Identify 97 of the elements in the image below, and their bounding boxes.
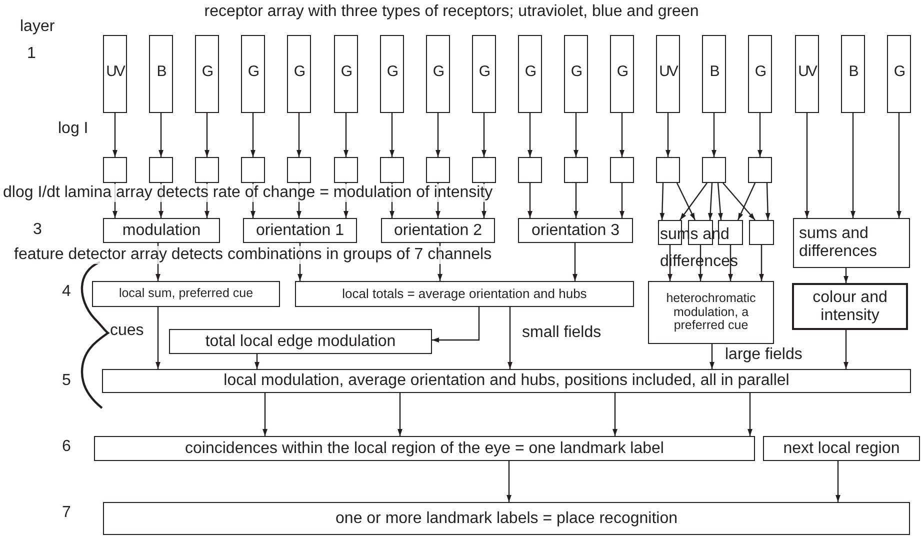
lamina-box: [380, 157, 404, 183]
receptor-box: G: [241, 35, 265, 113]
signal-label: log I: [58, 120, 88, 138]
arrow: [717, 182, 723, 220]
lamina-box: [149, 157, 173, 183]
arrow: [680, 182, 708, 220]
arrow: [156, 307, 160, 369]
arrow: [574, 183, 578, 218]
receptor-box: UV: [656, 35, 680, 113]
receptor-box: G: [334, 35, 358, 113]
arrow: [765, 182, 770, 220]
arrow: [398, 393, 402, 436]
process-box: orientation 3: [518, 218, 633, 243]
lamina-box: [702, 157, 726, 183]
arrow: [254, 354, 260, 369]
arrow: [844, 330, 848, 369]
receptor-box: B: [841, 35, 865, 113]
process-box: local totals = average orientation and hubs: [295, 281, 634, 307]
process-box: sums and differences: [793, 218, 910, 268]
arrow: [482, 113, 486, 157]
process-box: one or more landmark labels = place recognition: [103, 502, 910, 535]
lamina-box: [472, 157, 496, 183]
arrow: [836, 461, 840, 502]
lamina-box: [334, 157, 358, 183]
arrow: [262, 393, 268, 436]
lamina-box: [103, 157, 127, 183]
lamina-box: [287, 157, 311, 183]
receptor-box: G: [195, 35, 219, 113]
receptor-box: G: [518, 35, 542, 113]
annotation: feature detector array detects combinations in groups of 7 channels: [14, 246, 492, 264]
arrow: [112, 113, 118, 157]
process-box: total local edge modulation: [169, 329, 432, 354]
arrow: [432, 307, 480, 342]
receptor-box: B: [149, 35, 173, 113]
lamina-box: [748, 157, 772, 183]
receptor-box: G: [610, 35, 634, 113]
arrow: [844, 268, 848, 283]
receptor-box: UV: [103, 35, 127, 113]
arrow: [759, 245, 764, 281]
arrow: [508, 307, 512, 369]
arrow: [204, 113, 210, 157]
arrow: [708, 182, 713, 220]
process-box: modulation: [103, 218, 220, 243]
lamina-box: [195, 157, 219, 183]
process-box: orientation 2: [381, 218, 495, 243]
arrow: [896, 113, 902, 218]
lamina-box: [518, 157, 542, 183]
receptor-box: B: [702, 35, 726, 113]
arrow: [666, 113, 670, 157]
lamina-box: [564, 157, 588, 183]
lamina-box: [241, 157, 265, 183]
arrow: [612, 393, 618, 436]
arrow: [296, 113, 302, 157]
lamina-box: [426, 157, 450, 183]
lamina-box: [656, 157, 680, 183]
arrow: [250, 113, 256, 157]
receptor-box: G: [426, 35, 450, 113]
arrow: [344, 113, 348, 157]
arrow: [660, 182, 665, 220]
receptor-box: G: [748, 35, 772, 113]
arrow: [712, 113, 716, 157]
process-box: local sum, preferred cue: [92, 281, 280, 307]
process-box: coincidences within the local region of the eye = one landmark label: [94, 436, 755, 461]
arrow: [390, 113, 394, 157]
process-box: next local region: [763, 436, 920, 461]
arrow: [758, 113, 762, 157]
process-box: colour and intensity: [792, 283, 908, 330]
receptor-box: G: [472, 35, 496, 113]
annotation: large fields: [725, 346, 802, 364]
arrow: [850, 113, 856, 218]
annotation: dlog I/dt lamina array detects rate of change = modulation of intensity: [3, 184, 493, 202]
arrow: [722, 182, 756, 220]
process-box: orientation 1: [243, 218, 357, 243]
arrow: [436, 113, 440, 157]
arrow: [620, 113, 624, 157]
arrow: [748, 393, 752, 436]
receptor-box: G: [380, 35, 404, 113]
arrow: [676, 182, 696, 220]
channel-box: [749, 220, 774, 245]
receptor-box: G: [887, 35, 911, 113]
arrow: [528, 113, 532, 157]
layer-label: layer: [20, 18, 55, 36]
arrow: [572, 243, 578, 281]
arrow: [528, 183, 532, 218]
process-box: heterochromatic modulation, a preferred cue: [648, 281, 774, 344]
arrow: [710, 344, 714, 369]
arrow: [574, 113, 578, 157]
receptor-box: G: [564, 35, 588, 113]
receptor-box: G: [287, 35, 311, 113]
arrow: [620, 183, 624, 218]
arrow: [158, 113, 164, 157]
arrow: [804, 113, 810, 218]
arrow: [737, 182, 756, 220]
receptor-box: UV: [795, 35, 819, 113]
lamina-box: [610, 157, 634, 183]
process-box: local modulation, average orientation and hubs, positions included, all in parallel: [102, 369, 911, 393]
arrow: [506, 461, 512, 502]
